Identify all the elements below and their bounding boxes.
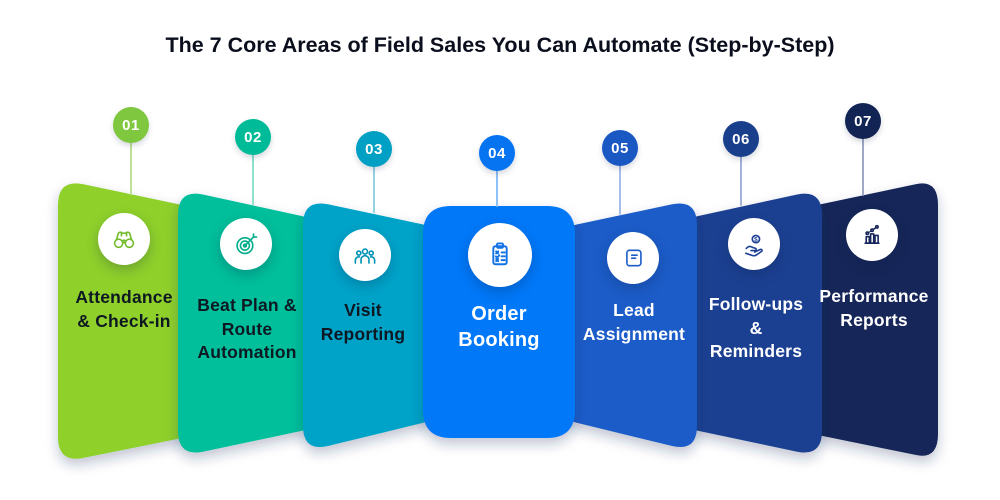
badge-connector-line <box>862 121 864 196</box>
scroll-icon <box>607 232 659 284</box>
badge-connector-line <box>619 148 621 215</box>
target-icon <box>220 218 272 270</box>
card-shape-2 <box>178 193 315 453</box>
badge-connector-line <box>252 137 254 205</box>
step-badge-05: 05 <box>602 130 638 166</box>
step-number: 02 <box>244 128 262 146</box>
card-shape-6 <box>685 193 822 453</box>
step-number: 04 <box>488 144 506 162</box>
badge-connector-line <box>740 139 742 206</box>
card-shape-3 <box>303 203 435 448</box>
step-badge-01: 01 <box>113 107 149 143</box>
svg-text:$: $ <box>754 236 758 243</box>
card-shape-5 <box>565 203 697 448</box>
step-number: 05 <box>611 139 629 157</box>
step-number: 03 <box>365 140 383 158</box>
card-label-order-booking: Order Booking <box>458 303 540 351</box>
step-number: 07 <box>854 112 872 130</box>
step-number: 01 <box>122 116 140 134</box>
page-title: The 7 Core Areas of Field Sales You Can … <box>165 33 835 57</box>
step-badge-03: 03 <box>356 131 392 167</box>
badge-connector-line <box>130 125 132 195</box>
hand-coin-icon: $ <box>728 218 780 270</box>
badge-connector-line <box>496 153 498 207</box>
card-shape-4 <box>423 206 575 438</box>
card-shape-7 <box>808 183 938 456</box>
card-label-lead-assignment: Lead Assignment <box>582 300 686 344</box>
step-badge-06: 06 <box>723 121 759 157</box>
binoculars-icon <box>98 213 150 265</box>
card-label-beat-plan-route-automation: Beat Plan & Route Automation <box>197 295 297 362</box>
card-label-visit-reporting: Visit Reporting <box>320 300 406 344</box>
card-shape-1 <box>58 183 192 459</box>
step-badge-04: 04 <box>479 135 515 171</box>
card-label-performance-reports: Performance Reports <box>819 286 929 330</box>
step-badge-02: 02 <box>235 119 271 155</box>
card-label-follow-ups-reminders: Follow-ups & Reminders <box>708 294 804 361</box>
step-number: 06 <box>732 130 750 148</box>
step-badge-07: 07 <box>845 103 881 139</box>
clipboard-checklist-icon <box>468 223 532 287</box>
badge-connector-line <box>373 149 375 213</box>
card-label-attendance-check-in: Attendance & Check-in <box>75 287 173 331</box>
bar-chart-icon <box>846 209 898 261</box>
team-icon <box>339 229 391 281</box>
